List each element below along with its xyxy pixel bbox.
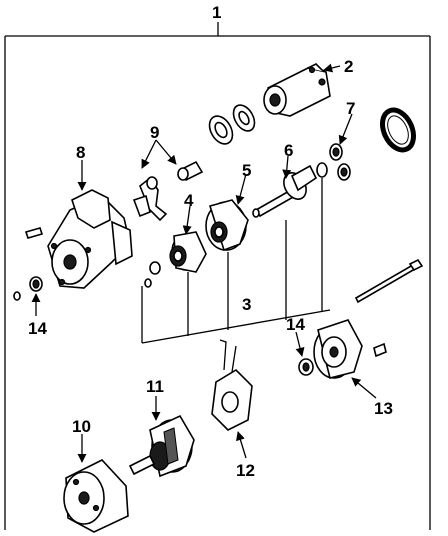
callout-labels: 1 2 3 4 5 6 7 8 9 10 11 12 13 14 14 bbox=[28, 3, 393, 480]
callout-14-right: 14 bbox=[286, 315, 305, 334]
callout-2: 2 bbox=[344, 57, 353, 76]
callout-11: 11 bbox=[146, 377, 164, 396]
bushing-right bbox=[298, 358, 314, 376]
callout-13: 13 bbox=[374, 399, 393, 418]
leader-lines bbox=[31, 63, 377, 463]
rear-cover bbox=[313, 319, 387, 379]
front-housing bbox=[13, 189, 133, 301]
brush-holder bbox=[211, 339, 253, 431]
gear-housing bbox=[205, 199, 249, 252]
overrunning-clutch bbox=[144, 231, 207, 288]
yoke bbox=[63, 459, 129, 533]
callout-8: 8 bbox=[76, 143, 85, 162]
callout-7: 7 bbox=[346, 99, 355, 118]
solenoid-part bbox=[263, 63, 331, 117]
callout-3: 3 bbox=[242, 295, 251, 314]
callout-12: 12 bbox=[236, 461, 255, 480]
through-bolts bbox=[354, 258, 424, 304]
callout-14-left: 14 bbox=[28, 319, 47, 338]
callout-4: 4 bbox=[184, 191, 194, 210]
bearing-parts bbox=[316, 143, 351, 181]
pinion-shaft bbox=[252, 164, 318, 218]
callout-10: 10 bbox=[72, 417, 91, 436]
solenoid-washers bbox=[208, 104, 256, 145]
callout-1: 1 bbox=[212, 3, 221, 22]
callout-3-bracket bbox=[141, 178, 331, 344]
callout-5: 5 bbox=[242, 161, 251, 180]
callout-6: 6 bbox=[284, 141, 293, 160]
armature bbox=[128, 414, 195, 478]
assembly-outline bbox=[4, 22, 431, 530]
seal-ring bbox=[380, 107, 416, 153]
bushing-left bbox=[29, 276, 43, 292]
shift-lever bbox=[132, 160, 204, 222]
callout-9: 9 bbox=[150, 123, 159, 142]
